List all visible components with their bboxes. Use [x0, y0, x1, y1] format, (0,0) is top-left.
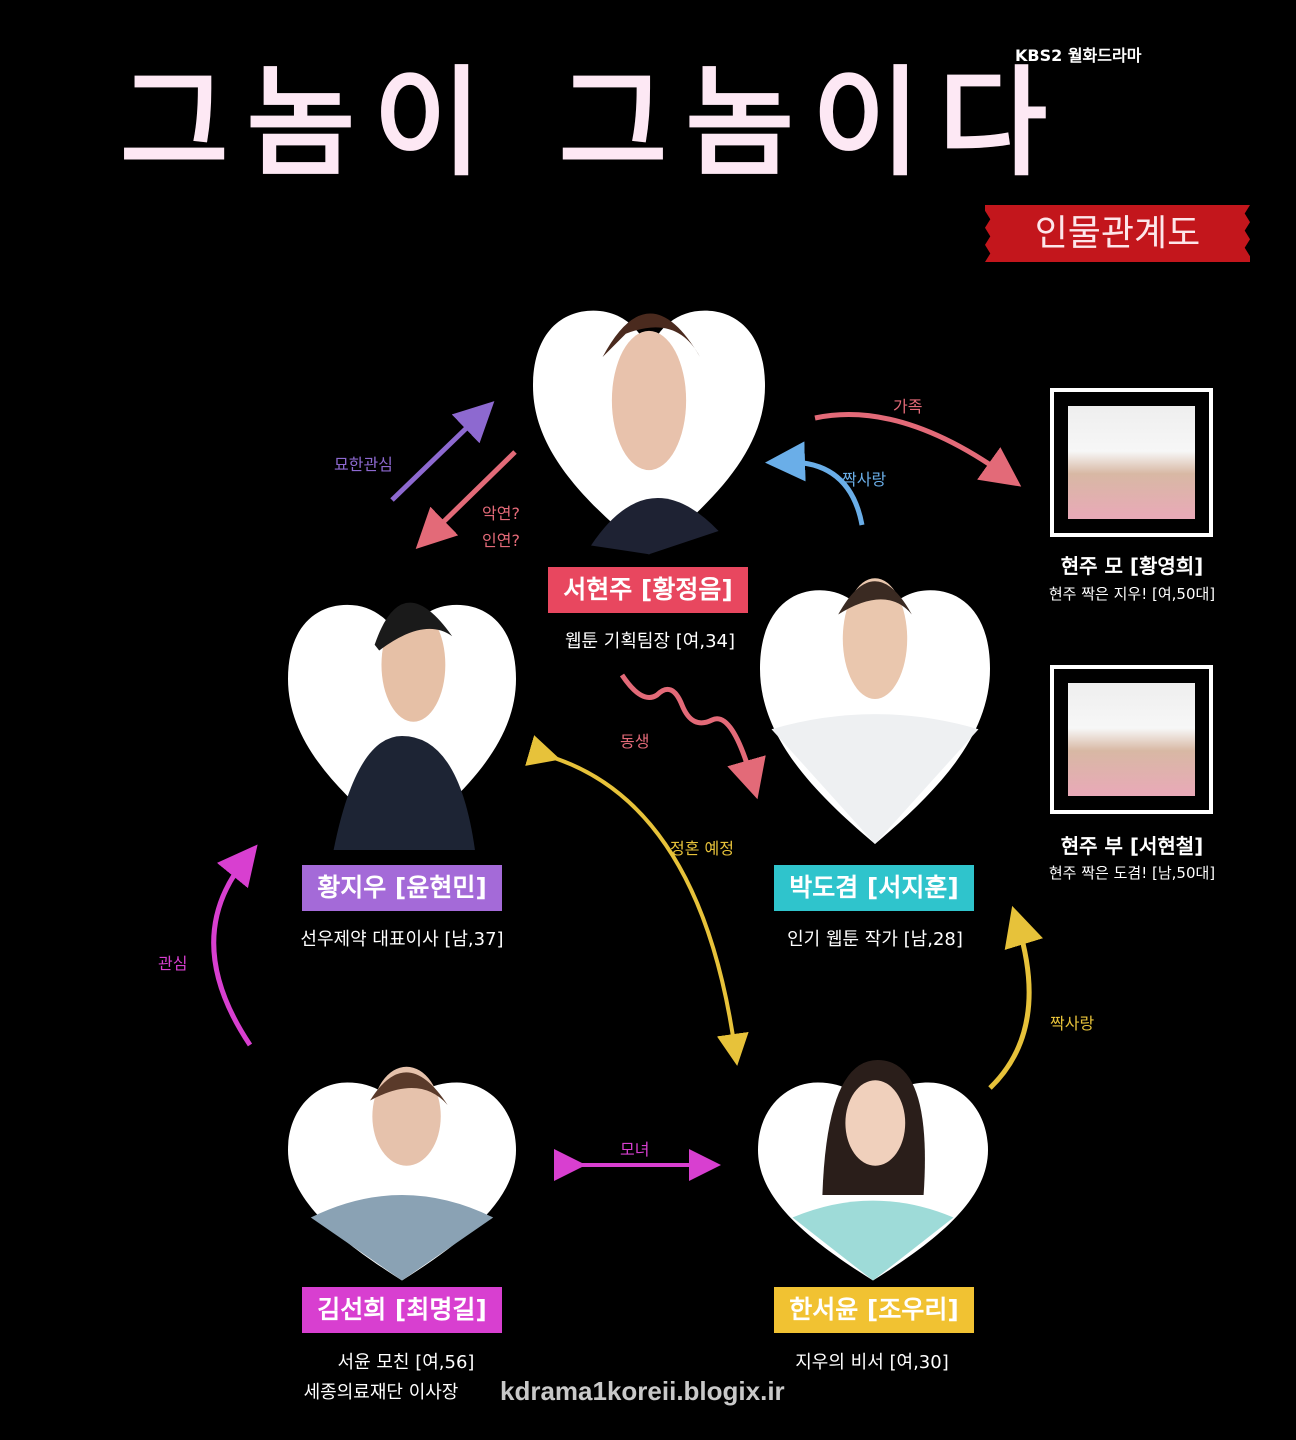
label-crush: 짝사랑 [842, 470, 887, 489]
label-crush-2: 짝사랑 [1050, 1014, 1095, 1033]
label-family: 가족 [893, 397, 923, 416]
desc-seo-hyunju: 웹툰 기획팀장 [여,34] [564, 631, 736, 652]
desc-han-seoyun: 지우의 비서 [여,30] [795, 1352, 949, 1373]
desc-park-dogyeom: 인기 웹툰 작가 [남,28] [787, 929, 963, 950]
label-mother-daughter: 모녀 [620, 1140, 650, 1159]
arrow-interest [211, 844, 258, 1047]
desc-mother: 현주 짝은 지우! [여,50대] [1048, 585, 1216, 603]
label-fate2: 인연? [482, 531, 520, 550]
desc-father: 현주 짝은 도겸! [남,50대] [1048, 864, 1216, 882]
portrait-park-dogyeom [760, 548, 990, 850]
portrait-seo-hyunju [533, 270, 765, 560]
label-sibling: 동생 [620, 732, 650, 751]
portrait-hwang-jiwoo [288, 565, 516, 850]
watermark: kdrama1koreii.blogix.ir [500, 1376, 785, 1406]
name-tag-seo-hyunju: 서현주 [황정음] [548, 567, 748, 613]
portrait-frame-mother [1050, 388, 1213, 537]
name-father: 현주 부 [서현철] [1060, 834, 1204, 858]
label-curious: 묘한관심 [334, 455, 393, 474]
label-interest: 관심 [158, 954, 188, 973]
name-tag-han-seoyun: 한서윤 [조우리] [774, 1287, 974, 1333]
chart-ribbon: 인물관계도 [985, 205, 1250, 262]
name-tag-kim-sunhee: 김선희 [최명길] [302, 1287, 502, 1333]
arrow-curious [390, 401, 495, 502]
arrow-engaged [525, 735, 749, 1066]
drama-title: 그놈이 그놈이다 [120, 54, 1066, 192]
name-mother: 현주 모 [황영희] [1060, 554, 1204, 578]
label-engaged: 정혼 예정 [670, 839, 734, 858]
portrait-frame-father [1050, 665, 1213, 814]
desc-hwang-jiwoo: 선우제약 대표이사 [남,37] [300, 929, 504, 950]
name-tag-hwang-jiwoo: 황지우 [윤현민] [302, 865, 502, 911]
portrait-kim-sunhee [288, 1060, 516, 1285]
network-logo: KBS2 월화드라마 [1015, 46, 1142, 65]
desc2-kim-sunhee: 세종의료재단 이사장 [303, 1382, 459, 1403]
name-tag-park-dogyeom: 박도겸 [서지훈] [774, 865, 974, 911]
portrait-han-seoyun [758, 1060, 988, 1285]
desc-kim-sunhee: 서윤 모친 [여,56] [337, 1352, 475, 1373]
label-fate1: 악연? [482, 504, 520, 523]
